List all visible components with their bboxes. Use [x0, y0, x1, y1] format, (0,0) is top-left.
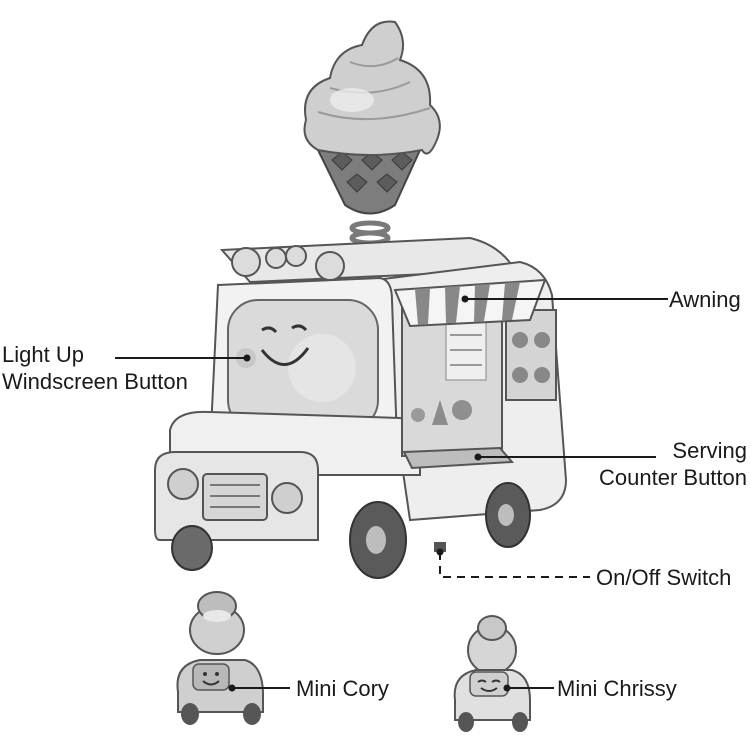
front-grill: [202, 473, 268, 521]
label-on-off-switch: On/Off Switch: [596, 565, 732, 590]
label-windscreen-line1: Light Up: [2, 342, 84, 367]
headlights: [167, 468, 303, 514]
label-serving-line1: Serving: [672, 438, 747, 463]
wheels: [171, 482, 531, 579]
leader-lines: [115, 298, 668, 689]
serving-counter-button[interactable]: [402, 446, 515, 470]
ice-cream-cone-topper: [303, 20, 441, 215]
label-mini-cory: Mini Cory: [296, 676, 389, 701]
on-off-switch[interactable]: [434, 542, 446, 552]
label-serving-line2: Counter Button: [599, 465, 747, 490]
mini-chrissy-illustration: [453, 615, 531, 732]
windscreen-button[interactable]: [227, 299, 379, 431]
mini-cory-illustration: [176, 591, 264, 725]
label-serving-counter-button: Serving Counter Button: [599, 437, 747, 491]
label-mini-chrissy: Mini Chrissy: [557, 676, 677, 701]
label-windscreen-line2: Windscreen Button: [2, 369, 188, 394]
leader-dots: [228, 295, 511, 692]
leader-on-off-switch: [439, 552, 590, 578]
menu-board: [505, 309, 557, 401]
ice-cream-truck-illustration: [154, 20, 568, 579]
awning: [393, 278, 547, 328]
label-windscreen-button: Light Up Windscreen Button: [2, 341, 188, 395]
label-awning: Awning: [669, 287, 741, 312]
